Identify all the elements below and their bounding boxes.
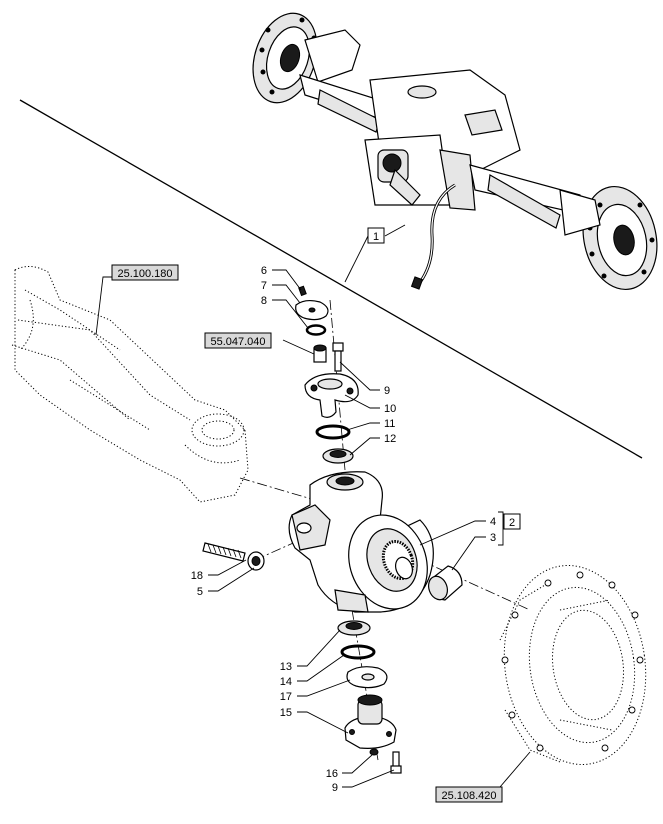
part-6-screw — [298, 285, 307, 297]
part-11-seal-ring — [315, 424, 351, 440]
item-13-label: 13 — [280, 661, 292, 673]
axis-line-right — [419, 559, 531, 611]
item-18-label: 18 — [191, 570, 203, 582]
item-14-label: 14 — [280, 676, 292, 688]
assembly-box-2-label: 2 — [509, 517, 515, 529]
item-10-label: 10 — [384, 403, 396, 415]
item-15-label: 15 — [280, 707, 292, 719]
item-6-label: 6 — [261, 265, 267, 277]
item-9-label-lower: 9 — [332, 782, 338, 794]
item-9-label-upper: 9 — [384, 385, 390, 397]
part-3-bushing — [427, 565, 463, 601]
reference-box-25-100-180[interactable]: 25.100.180 — [111, 264, 179, 281]
part-13-bearing — [337, 620, 371, 636]
part-10-kingpin-cap — [304, 373, 359, 418]
separator-line — [19, 99, 643, 459]
item-3-label: 3 — [490, 532, 496, 544]
assembly-box-1: 1 — [367, 227, 385, 244]
part-18-stud — [202, 542, 246, 562]
part-5-nut — [247, 551, 265, 571]
item-12-label: 12 — [384, 433, 396, 445]
part-7-plate — [295, 299, 329, 321]
item-numbers: 6 7 8 9 10 11 12 4 3 18 5 13 14 17 15 16… — [191, 265, 496, 794]
reference-25-100-180-text: 25.100.180 — [117, 268, 172, 280]
item-5-label: 5 — [197, 586, 203, 598]
leader-lines — [95, 269, 531, 788]
assembly-box-1-label: 1 — [373, 231, 379, 243]
part-9-bolt-lower — [390, 751, 402, 774]
hub-carrier-ghost — [499, 564, 647, 766]
part-8-oring — [305, 324, 327, 336]
part-14-seal-ring — [340, 644, 376, 660]
axis-line-left — [239, 477, 316, 501]
axle-overview-illustration — [252, 12, 658, 291]
assembly-box-2: 2 — [503, 513, 521, 530]
item-11-label: 11 — [384, 418, 395, 430]
axle-housing-ghost — [11, 266, 249, 503]
reference-25-108-420-text: 25.108.420 — [441, 790, 496, 802]
part-16-nipple — [369, 748, 379, 756]
item-16-label: 16 — [326, 768, 338, 780]
part-17-shim — [346, 666, 388, 689]
reference-box-25-108-420[interactable]: 25.108.420 — [435, 786, 503, 803]
part-9-bolt-upper — [332, 342, 344, 372]
item-17-label: 17 — [280, 691, 292, 703]
part-12-bearing — [322, 448, 354, 464]
item-7-label: 7 — [261, 280, 267, 292]
part-15-lower-kingpin — [344, 694, 397, 749]
part-bushing — [313, 344, 327, 363]
reference-box-55-047-040[interactable]: 55.047.040 — [204, 332, 272, 349]
item-4-label: 4 — [490, 516, 496, 528]
reference-55-047-040-text: 55.047.040 — [210, 336, 265, 348]
item-8-label: 8 — [261, 295, 267, 307]
steering-knuckle — [288, 471, 434, 613]
